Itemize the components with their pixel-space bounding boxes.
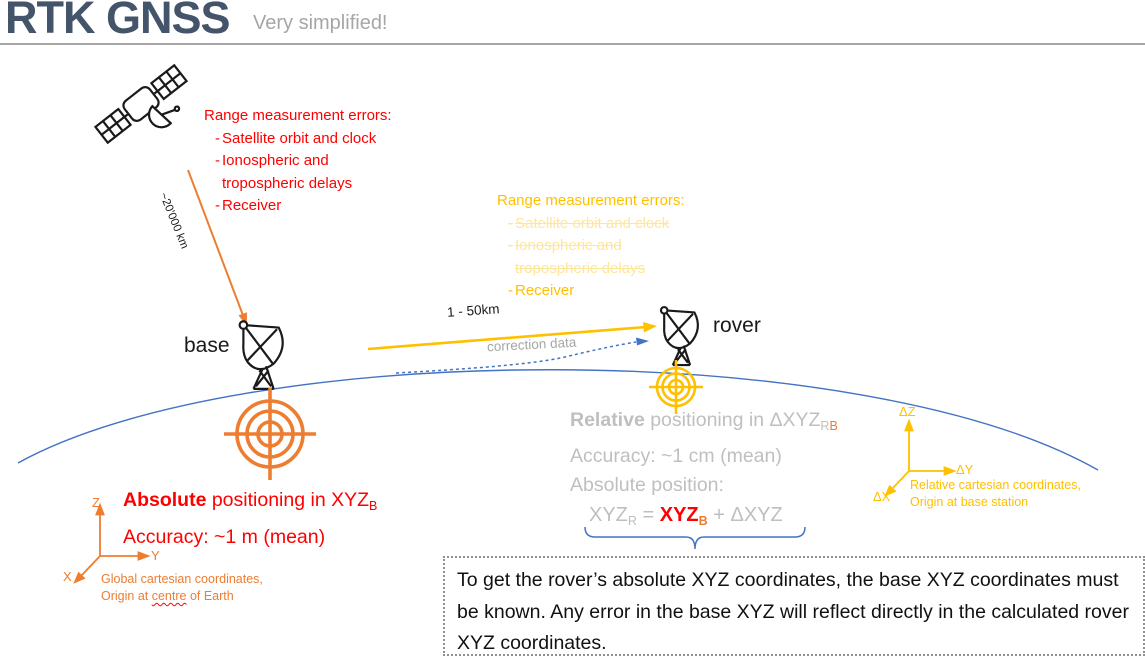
absolute-positioning-line: Absolute positioning in XYZB bbox=[123, 489, 378, 513]
dash-bullet: - bbox=[215, 129, 220, 147]
satellite-distance-label: ~20'000 km bbox=[156, 191, 191, 251]
global-axis-x-label: X bbox=[63, 569, 72, 584]
position-equation: XYZR = XYZB + ΔXYZ bbox=[589, 503, 783, 528]
relative-accuracy-line: Accuracy: ~1 cm (mean) bbox=[570, 444, 782, 467]
note-text: To get the rover’s absolute XYZ coordina… bbox=[457, 569, 1129, 654]
error-item: - Satellite orbit and clock bbox=[204, 128, 404, 151]
dash-bullet: - bbox=[215, 197, 220, 214]
global-axes-caption: Global cartesian coordinates, Origin at … bbox=[101, 572, 263, 603]
relative-axis-z-label: ΔZ bbox=[899, 404, 916, 419]
rover-dish-icon bbox=[659, 306, 699, 367]
absolute-position-label: Absolute position: bbox=[570, 474, 724, 496]
red-error-list: Range measurement errors: - Satellite or… bbox=[204, 105, 404, 218]
dash-bullet: - bbox=[508, 237, 513, 254]
base-label: base bbox=[184, 334, 230, 357]
header-rule bbox=[0, 43, 1145, 45]
error-item-struck: - Satellite orbit and clock bbox=[497, 213, 697, 236]
base-position-crosshair-icon bbox=[224, 388, 316, 480]
satellite-icon bbox=[93, 63, 189, 145]
base-dish-icon bbox=[238, 320, 284, 390]
spellcheck-word: centre bbox=[151, 589, 187, 603]
relative-positioning-line: Relative positioning in ΔXYZRB bbox=[570, 409, 838, 433]
page-subtitle: Very simplified! bbox=[253, 12, 388, 34]
error-list-title: Range measurement errors: bbox=[497, 192, 685, 209]
dash-bullet: - bbox=[215, 152, 220, 169]
absolute-accuracy-line: Accuracy: ~1 m (mean) bbox=[123, 526, 326, 548]
page-title: RTK GNSS bbox=[5, 0, 231, 43]
error-item: - Receiver bbox=[497, 280, 697, 303]
correction-data-label: correction data bbox=[486, 334, 577, 355]
error-item: - Receiver bbox=[204, 195, 404, 218]
error-list-title: Range measurement errors: bbox=[204, 107, 392, 124]
error-item-struck: - Ionospheric and tropospheric delays bbox=[497, 235, 697, 280]
dash-bullet: - bbox=[508, 282, 513, 299]
note-box: To get the rover’s absolute XYZ coordina… bbox=[443, 556, 1145, 656]
error-item: - Ionospheric and tropospheric delays bbox=[204, 150, 404, 195]
absolute-positioning-block: Absolute positioning in XYZB Accuracy: ~… bbox=[123, 485, 377, 553]
relative-axes-caption: Relative cartesian coordinates, Origin a… bbox=[910, 478, 1081, 509]
global-axis-z-label: Z bbox=[92, 495, 100, 510]
dash-bullet: - bbox=[508, 214, 513, 232]
yellow-error-list: Range measurement errors: - Satellite or… bbox=[497, 190, 697, 303]
rover-label: rover bbox=[713, 314, 761, 337]
global-axis-y-label: Y bbox=[151, 548, 160, 563]
relative-axis-x-label: ΔX bbox=[873, 489, 891, 504]
relative-positioning-block: Relative positioning in ΔXYZRB Accuracy:… bbox=[570, 406, 838, 536]
earth-surface-arc bbox=[17, 369, 1099, 471]
baseline-distance-label: 1 - 50km bbox=[446, 301, 500, 320]
relative-axis-y-label: ΔY bbox=[956, 462, 974, 477]
